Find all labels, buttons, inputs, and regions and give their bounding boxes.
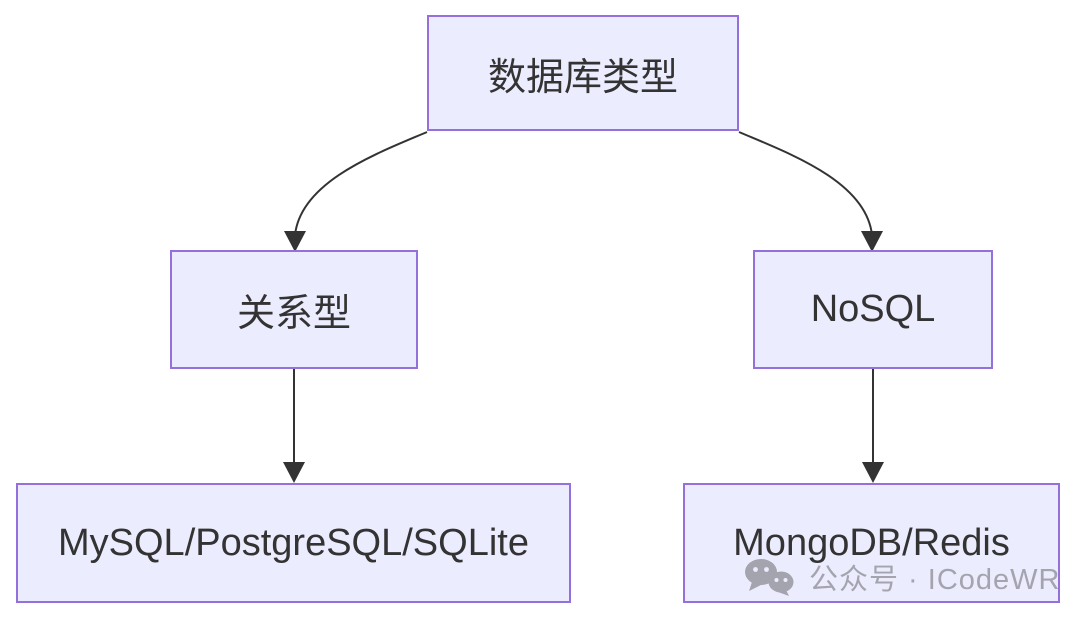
arrowhead-dbtypes-to-relational [284,231,306,252]
edge-dbtypes-to-relational [294,131,428,236]
edge-dbtypes-to-nosql [738,131,873,236]
watermark-text: 公众号 · ICodeWR [809,564,1061,596]
node-nosql: NoSQL [753,250,993,369]
node-relational: 关系型 [170,250,418,369]
node-nosql-examples: MongoDB/Redis [683,483,1060,603]
node-db-types: 数据库类型 [427,15,739,131]
node-relational-examples-label: MySQL/PostgreSQL/SQLite [58,521,529,564]
node-db-types-label: 数据库类型 [487,56,678,99]
node-nosql-label: NoSQL [810,288,936,330]
arrowhead-nosql-to-examples [862,462,884,483]
node-relational-examples: MySQL/PostgreSQL/SQLite [16,483,571,603]
node-relational-label: 关系型 [236,293,351,335]
arrowhead-dbtypes-to-nosql [861,231,883,252]
node-nosql-examples-label: MongoDB/Redis [733,521,1010,564]
wechat-icon [744,558,800,596]
watermark: 公众号 · ICodeWR [744,556,1060,598]
arrowhead-relational-to-examples [283,462,305,483]
